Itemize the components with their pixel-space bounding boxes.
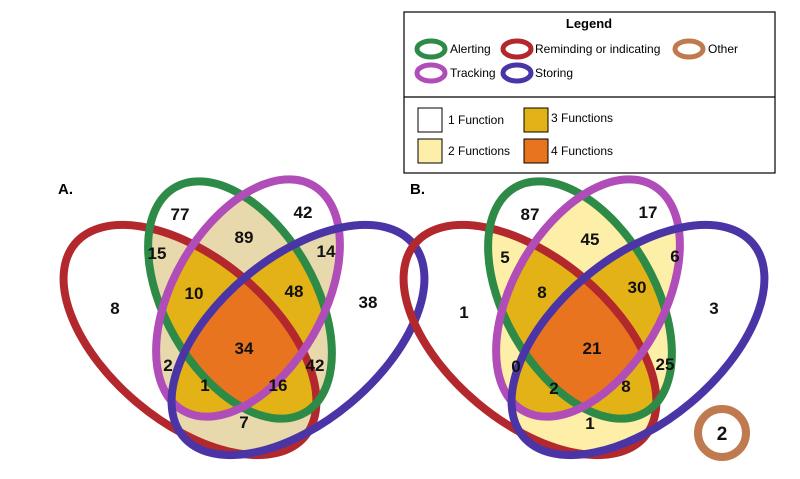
legend-title: Legend bbox=[566, 16, 612, 31]
panel-a-label: A. bbox=[58, 181, 73, 198]
panel-b-other-ring bbox=[694, 405, 750, 461]
panel-b-tracking-only: 17 bbox=[639, 203, 658, 222]
panel-b-alerting-storing: 25 bbox=[656, 355, 675, 374]
panel-a-tracking-storing: 14 bbox=[317, 242, 336, 261]
legend-four-functions-swatch bbox=[523, 138, 549, 164]
legend-two-functions: 2 Functions bbox=[417, 138, 510, 164]
legend-one-function: 1 Function bbox=[417, 107, 504, 133]
panel-a-tracking-ellipse bbox=[152, 175, 344, 421]
panel-a-alerting-only: 77 bbox=[171, 205, 190, 224]
panel-b-reminding-storing: 1 bbox=[585, 414, 594, 433]
legend-tracking-ring bbox=[414, 62, 448, 84]
panel-b-tracking-storing: 6 bbox=[670, 247, 679, 266]
panel-b-tracking-ellipse bbox=[492, 175, 684, 421]
panel-b-all-four: 21 bbox=[583, 339, 602, 358]
legend-reminding-label: Reminding or indicating bbox=[535, 42, 660, 56]
panel-b-counts: 87 17 1 3 5 45 6 8 30 21 0 25 2 8 1 2 bbox=[459, 203, 727, 445]
panel-a-reminding-alerting-storing: 16 bbox=[269, 376, 288, 395]
legend-category-reminding: Reminding or indicating bbox=[500, 38, 660, 60]
legend-category-other: Other bbox=[672, 38, 738, 60]
legend-tracking-label: Tracking bbox=[450, 66, 496, 80]
panel-b-alerting-tracking-storing: 30 bbox=[628, 278, 647, 297]
panel-a-reminding-only: 8 bbox=[110, 299, 119, 318]
panel-a-all-four: 34 bbox=[235, 339, 254, 358]
legend-storing-ring bbox=[500, 62, 534, 84]
panel-a-outlines bbox=[59, 175, 429, 460]
panel-b-reminding-alerting-storing: 8 bbox=[621, 377, 630, 396]
legend-two-functions-label: 2 Functions bbox=[448, 144, 510, 158]
legend-one-function-label: 1 Function bbox=[448, 113, 504, 127]
panel-b-reminding-alerting: 5 bbox=[500, 248, 509, 267]
panel-b-reminding-alerting-tracking: 8 bbox=[537, 283, 546, 302]
panel-a-reminding-alerting: 15 bbox=[148, 244, 167, 263]
legend-reminding-ring bbox=[500, 38, 534, 60]
legend-three-functions-label: 3 Functions bbox=[551, 111, 613, 125]
legend-two-functions-swatch bbox=[417, 138, 443, 164]
panel-a-alerting-ellipse bbox=[144, 177, 336, 423]
legend-alerting-ring bbox=[414, 38, 448, 60]
legend-other-ring bbox=[672, 38, 706, 60]
legend-other-label: Other bbox=[708, 42, 738, 56]
legend-category-alerting: Alerting bbox=[414, 38, 491, 60]
panel-a-reminding-tracking-storing: 1 bbox=[200, 376, 209, 395]
panel-a-alerting-storing: 42 bbox=[306, 356, 325, 375]
panel-a-reminding-alerting-tracking: 10 bbox=[185, 284, 204, 303]
legend-category-storing: Storing bbox=[500, 62, 573, 84]
panel-a-tracking-only: 42 bbox=[294, 203, 313, 222]
panel-b: B. 87 17 1 bbox=[399, 175, 769, 461]
legend-alerting-label: Alerting bbox=[450, 42, 491, 56]
legend-four-functions: 4 Functions bbox=[523, 138, 613, 164]
panel-b-storing-only: 3 bbox=[709, 299, 718, 318]
panel-b-other-count: 2 bbox=[717, 424, 728, 445]
legend-category-tracking: Tracking bbox=[414, 62, 496, 84]
panel-a-counts: 77 42 8 38 15 89 14 10 48 34 2 42 1 16 7 bbox=[110, 203, 377, 432]
legend-storing-label: Storing bbox=[535, 66, 573, 80]
panel-b-alerting-only: 87 bbox=[521, 205, 540, 224]
panel-b-reminding-tracking: 0 bbox=[511, 357, 520, 376]
panel-b-alerting-ellipse bbox=[484, 177, 676, 423]
panel-b-label: B. bbox=[410, 181, 425, 198]
panel-b-reminding-only: 1 bbox=[459, 303, 468, 322]
panel-a-alerting-tracking-storing: 48 bbox=[285, 282, 304, 301]
panel-a-storing-only: 38 bbox=[359, 293, 378, 312]
legend-frame bbox=[403, 11, 776, 174]
panel-a-alerting-tracking: 89 bbox=[235, 228, 254, 247]
legend: Legend Alerting Reminding or indicating … bbox=[403, 11, 776, 174]
panel-b-storing-ellipse bbox=[507, 220, 769, 460]
panel-b-reminding-tracking-storing: 2 bbox=[549, 379, 558, 398]
legend-three-functions: 3 Functions bbox=[523, 107, 613, 133]
panel-a: A. 77 42 8 bbox=[58, 175, 429, 460]
panel-a-reminding-tracking: 2 bbox=[163, 356, 172, 375]
legend-one-function-swatch bbox=[417, 107, 443, 133]
panel-b-alerting-tracking: 45 bbox=[581, 230, 600, 249]
legend-four-functions-label: 4 Functions bbox=[551, 144, 613, 158]
panel-b-outlines bbox=[399, 175, 769, 460]
legend-three-functions-swatch bbox=[523, 107, 549, 133]
panel-a-reminding-storing: 7 bbox=[239, 413, 248, 432]
